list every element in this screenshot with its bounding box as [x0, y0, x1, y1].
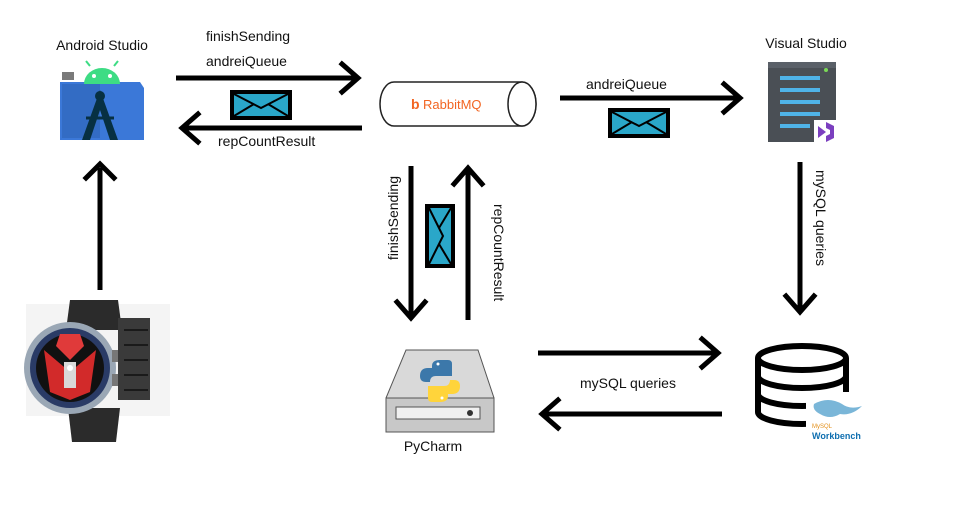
envelope-icon	[608, 108, 670, 138]
arrow-rabbitmq-to-visual-studio	[560, 80, 744, 116]
arrow-database-to-pycharm	[538, 396, 722, 432]
pycharm-python-drive-icon	[385, 349, 495, 433]
arrow-pycharm-to-rabbitmq	[450, 164, 486, 320]
mysql-database-icon: MySQL Workbench	[755, 343, 876, 442]
edge-label-finish-sending-top: finishSending	[206, 28, 290, 44]
visual-studio-label: Visual Studio	[765, 35, 847, 51]
arrow-visual-studio-to-database	[782, 162, 818, 316]
android-studio-icon	[60, 60, 144, 140]
rabbitmq-logo-text: RabbitMQ	[423, 97, 482, 112]
envelope-icon	[230, 90, 292, 120]
pycharm-label: PyCharm	[404, 438, 462, 454]
edge-label-andrei-queue-right: andreiQueue	[586, 76, 667, 92]
edge-label-rep-count-result-left: repCountResult	[218, 133, 315, 149]
envelope-icon	[425, 204, 455, 268]
mysql-workbench-logo-text: Workbench	[812, 431, 861, 441]
smartwatch-image	[24, 300, 170, 442]
edge-label-finish-sending-vertical: finishSending	[385, 176, 401, 260]
arrow-pycharm-to-database	[538, 335, 722, 371]
visual-studio-icon	[768, 62, 836, 142]
arrow-android-to-rabbitmq	[176, 60, 362, 96]
arrow-rabbitmq-to-android	[178, 110, 362, 146]
android-studio-label: Android Studio	[56, 37, 148, 53]
arrow-watch-to-android	[82, 160, 118, 290]
edge-label-rep-count-result-vertical: repCountResult	[491, 204, 507, 301]
arrow-rabbitmq-to-pycharm	[393, 166, 429, 322]
edge-label-andrei-queue-left: andreiQueue	[206, 53, 287, 69]
edge-label-mysql-queries-vertical: mySQL queries	[813, 170, 829, 266]
rabbitmq-logo-mark: b	[411, 96, 420, 112]
rabbitmq-icon: b RabbitMQ	[379, 81, 537, 127]
edge-label-mysql-queries-horizontal: mySQL queries	[580, 375, 676, 391]
mysql-logo-small-text: MySQL	[812, 424, 833, 430]
